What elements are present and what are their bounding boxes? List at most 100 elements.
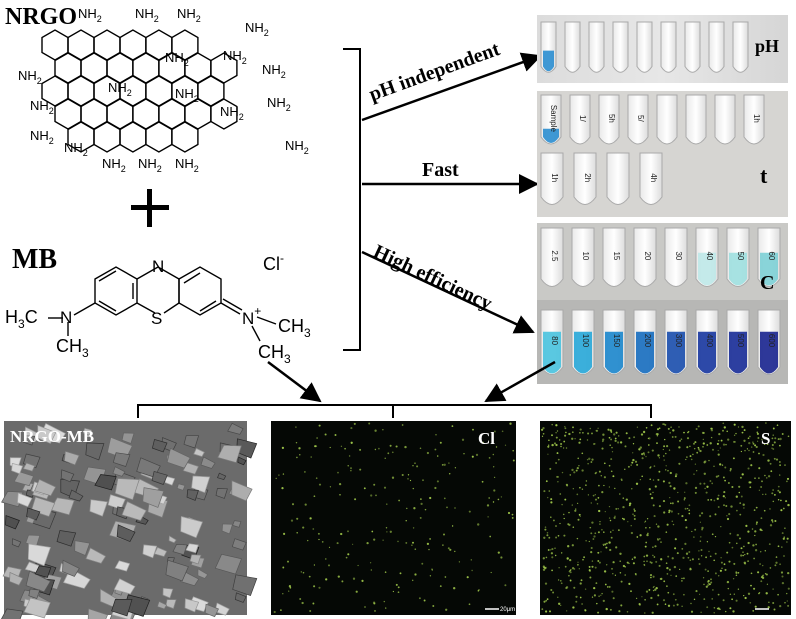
eds-dot <box>625 432 628 435</box>
eds-dot <box>407 474 410 476</box>
eds-dot <box>313 585 316 588</box>
sem-flake <box>60 469 75 483</box>
eds-dot <box>544 582 548 585</box>
eds-dot <box>387 452 390 455</box>
eds-dot <box>711 598 713 600</box>
eds-dot <box>619 560 621 562</box>
nh2-group: NH2 <box>175 156 199 174</box>
eds-dot <box>541 435 544 437</box>
eds-dot <box>579 428 582 431</box>
eds-dot <box>706 541 709 543</box>
eds-dot <box>369 562 372 564</box>
eds-dot <box>564 565 567 568</box>
eds-dot <box>774 437 777 440</box>
eds-dot <box>544 566 547 570</box>
eds-dot <box>660 558 663 561</box>
eds-dot <box>644 521 646 523</box>
eds-dot <box>628 582 631 586</box>
eds-dot <box>762 564 764 567</box>
eds-dot <box>572 426 574 429</box>
eds-dot <box>717 474 720 477</box>
eds-dot <box>593 586 596 590</box>
eds-dot <box>511 513 514 516</box>
eds-dot <box>720 561 723 564</box>
eds-dot <box>572 606 575 609</box>
eds-dot <box>374 609 376 612</box>
eds-dot <box>641 457 644 460</box>
eds-dot <box>420 502 423 506</box>
sample-tube: Sample <box>540 94 562 145</box>
eds-dot <box>477 590 480 592</box>
sample-tube: 1h <box>743 94 765 145</box>
eds-dot <box>674 547 677 550</box>
eds-dot <box>724 479 726 482</box>
eds-dot <box>747 437 750 440</box>
eds-dot <box>698 550 700 552</box>
eds-dot <box>771 492 774 495</box>
eds-dot <box>357 564 359 567</box>
eds-dot <box>677 491 679 494</box>
eds-dot <box>581 488 584 491</box>
tube-label: Sample <box>549 105 558 133</box>
eds-dot <box>628 562 630 565</box>
eds-dot <box>468 603 471 606</box>
eds-dot <box>735 574 738 577</box>
eds-dot <box>493 466 495 468</box>
eds-dot <box>579 582 582 585</box>
eds-dot <box>608 585 611 588</box>
eds-dot <box>507 511 511 515</box>
eds-dot <box>618 529 620 531</box>
eds-dot <box>602 438 605 441</box>
eds-dot <box>688 504 691 507</box>
eds-dot <box>766 477 768 479</box>
eds-dot <box>641 452 644 456</box>
eds-dot <box>488 457 491 459</box>
eds-dot <box>451 525 454 527</box>
eds-dot <box>463 453 465 455</box>
eds-dot <box>299 598 302 600</box>
eds-dot <box>389 530 392 533</box>
eds-dot <box>409 479 412 482</box>
eds-dot <box>740 495 743 498</box>
tube-label: 400 <box>705 334 714 348</box>
mb-atom-n: N <box>152 257 164 276</box>
eds-dot <box>699 482 702 485</box>
eds-dot <box>775 561 778 564</box>
eds-dot <box>752 442 755 445</box>
eds-dot <box>672 523 675 526</box>
eds-dot <box>762 453 765 457</box>
eds-dot <box>779 444 781 447</box>
eds-dot <box>716 497 719 500</box>
eds-dot <box>488 497 491 499</box>
eds-dot <box>554 554 557 557</box>
eds-dot <box>569 571 572 574</box>
eds-dot <box>707 570 709 572</box>
eds-dot <box>567 545 570 548</box>
eds-dot <box>577 457 579 460</box>
eds-dot <box>658 505 661 508</box>
eds-dot <box>587 494 590 496</box>
eds-dot <box>591 521 594 524</box>
eds-dot <box>662 500 666 503</box>
eds-dot <box>630 531 634 535</box>
eds-dot <box>282 566 285 569</box>
sample-tube: 30 <box>664 227 688 287</box>
eds-dot <box>411 579 414 582</box>
eds-dot <box>721 464 724 466</box>
eds-dot <box>583 556 586 559</box>
eds-dot <box>723 426 726 429</box>
eds-dot <box>318 586 321 589</box>
eds-dot <box>468 510 471 513</box>
eds-dot <box>762 493 764 496</box>
eds-dot <box>568 511 570 514</box>
eds-dot <box>470 559 472 561</box>
eds-dot <box>765 592 768 595</box>
eds-dot <box>722 495 725 498</box>
eds-dot <box>726 580 730 584</box>
eds-dot <box>312 528 315 530</box>
eds-dot <box>742 503 745 506</box>
sem-flake <box>162 587 174 599</box>
tube-label: 2h <box>583 173 592 182</box>
sem-flake <box>214 553 242 575</box>
eds-dot <box>675 473 678 476</box>
